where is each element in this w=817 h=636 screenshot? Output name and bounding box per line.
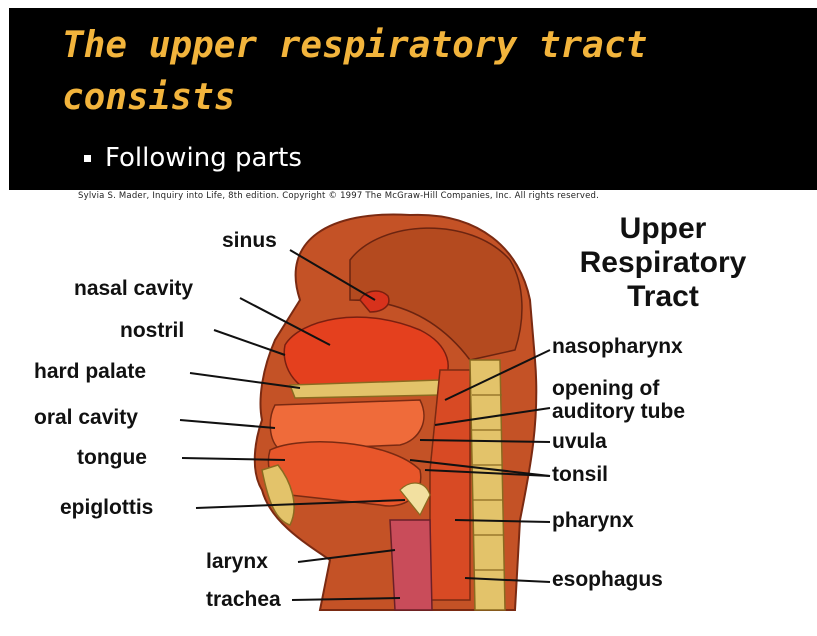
- label-sinus: sinus: [222, 229, 277, 252]
- label-pharynx: pharynx: [552, 509, 634, 532]
- diagram-heading: Upper Respiratory Tract: [580, 212, 747, 313]
- label-uvula: uvula: [552, 430, 607, 453]
- label-larynx: larynx: [206, 550, 268, 573]
- label-nasopharynx: nasopharynx: [552, 335, 683, 358]
- label-hard-palate: hard palate: [34, 360, 146, 383]
- oral-cavity-shape: [270, 400, 424, 450]
- heading-line-2: Respiratory: [580, 246, 747, 279]
- label-tongue: tongue: [77, 446, 147, 469]
- spine-shape: [470, 360, 505, 610]
- label-tonsil: tonsil: [552, 463, 608, 486]
- label-trachea: trachea: [206, 588, 281, 611]
- label-nostril: nostril: [120, 319, 184, 342]
- label-nasal-cavity: nasal cavity: [74, 277, 193, 300]
- label-auditory-tube-line-1: opening of: [552, 377, 660, 400]
- heading-line-1: Upper: [620, 212, 707, 245]
- label-esophagus: esophagus: [552, 568, 663, 591]
- pharynx-shape: [430, 370, 470, 600]
- heading-line-3: Tract: [627, 280, 699, 313]
- trachea-shape: [390, 520, 432, 610]
- label-epiglottis: epiglottis: [60, 496, 153, 519]
- label-auditory-tube-line-2: auditory tube: [552, 400, 685, 423]
- label-oral-cavity: oral cavity: [34, 406, 138, 429]
